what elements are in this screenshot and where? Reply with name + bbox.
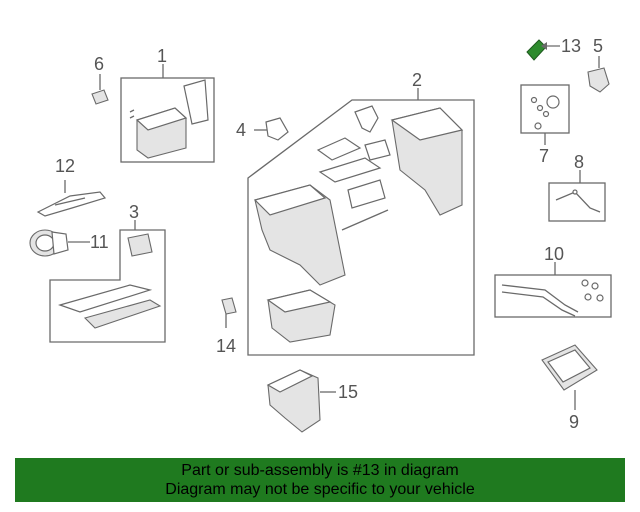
callout-12: 12 [55, 156, 75, 176]
info-banner: Part or sub-assembly is #13 in diagram D… [15, 458, 625, 502]
part-12-group [36, 180, 107, 217]
part-8-group [548, 170, 606, 222]
part-13-group [526, 39, 560, 61]
part-6-group [91, 74, 109, 105]
part-4-group [254, 117, 289, 141]
part-11-group [29, 229, 90, 257]
callout-2: 2 [412, 70, 422, 90]
callout-1: 1 [157, 46, 167, 66]
part-13-highlight[interactable] [526, 39, 547, 61]
callout-7: 7 [539, 146, 549, 166]
callout-6: 6 [94, 54, 104, 74]
part-2-group [247, 88, 475, 356]
part-3-group [49, 220, 166, 343]
part-7-group [520, 84, 570, 145]
callout-3: 3 [129, 202, 139, 222]
part-14-group [221, 297, 237, 328]
banner-line-1: Part or sub-assembly is #13 in diagram [181, 462, 459, 479]
callout-9: 9 [569, 412, 579, 432]
part-9-group [541, 344, 598, 410]
part-1-group [120, 64, 215, 163]
callout-4: 4 [236, 120, 246, 140]
part-15-group [266, 369, 336, 433]
callout-13: 13 [561, 36, 581, 56]
callout-8: 8 [574, 152, 584, 172]
banner-line-2: Diagram may not be specific to your vehi… [165, 481, 475, 498]
callout-15: 15 [338, 382, 358, 402]
callout-5: 5 [593, 36, 603, 56]
parts-diagram: 1 2 3 4 5 6 [29, 36, 612, 433]
callout-11: 11 [90, 232, 109, 252]
part-5-group [587, 56, 610, 93]
part-10-group [494, 262, 612, 318]
callout-10: 10 [544, 244, 564, 264]
callout-14: 14 [216, 336, 236, 356]
